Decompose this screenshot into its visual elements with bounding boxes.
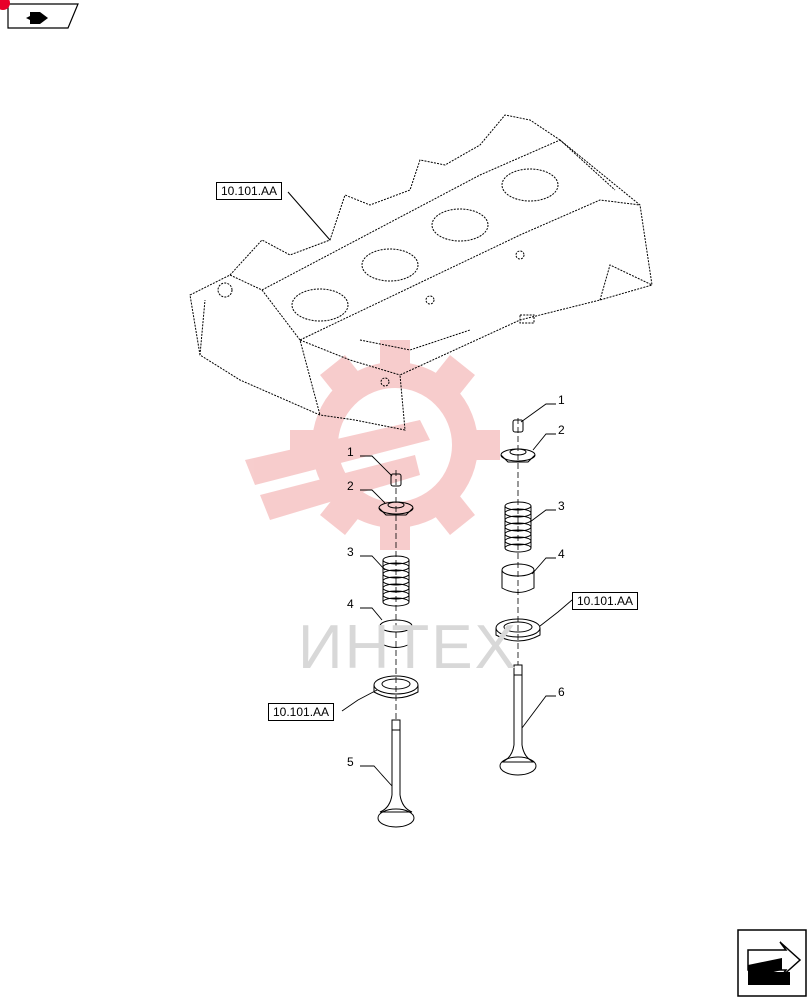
right-spring bbox=[504, 501, 532, 553]
left-keeper bbox=[390, 473, 402, 487]
right-valve-assembly bbox=[495, 418, 541, 776]
right-seal bbox=[501, 563, 535, 593]
callout-left-spring: 3 bbox=[347, 545, 354, 559]
callout-left-keeper: 1 bbox=[347, 445, 354, 459]
ref-left-seat[interactable]: 10.101.AA bbox=[268, 703, 335, 721]
right-valve bbox=[499, 664, 537, 776]
callout-right-retainer: 2 bbox=[558, 423, 565, 437]
watermark-logo bbox=[245, 340, 500, 550]
left-valve bbox=[377, 719, 415, 828]
callout-right-spring: 3 bbox=[558, 499, 565, 513]
cylinder-head bbox=[189, 114, 653, 431]
callout-right-keeper: 1 bbox=[558, 393, 565, 407]
next-page-arrow-icon[interactable] bbox=[737, 929, 807, 997]
left-spring bbox=[382, 555, 410, 607]
right-keeper bbox=[512, 419, 524, 433]
left-leaders bbox=[341, 455, 393, 787]
watermark-text: ИНТЕХ bbox=[298, 613, 518, 682]
ref-cylinder-head[interactable]: 10.101.AA bbox=[216, 182, 283, 200]
book-arrow-icon[interactable] bbox=[0, 0, 79, 29]
callout-right-valve: 6 bbox=[558, 685, 565, 699]
callout-right-seal: 4 bbox=[558, 547, 565, 561]
callout-left-retainer: 2 bbox=[347, 479, 354, 493]
left-seal bbox=[379, 619, 413, 648]
right-seat-ring bbox=[495, 618, 541, 642]
right-leaders bbox=[520, 403, 573, 729]
left-seat-ring bbox=[373, 675, 419, 699]
ref-right-seat[interactable]: 10.101.AA bbox=[572, 592, 639, 610]
callout-left-valve: 5 bbox=[347, 755, 354, 769]
left-valve-assembly bbox=[373, 470, 419, 828]
callout-left-seal: 4 bbox=[347, 597, 354, 611]
